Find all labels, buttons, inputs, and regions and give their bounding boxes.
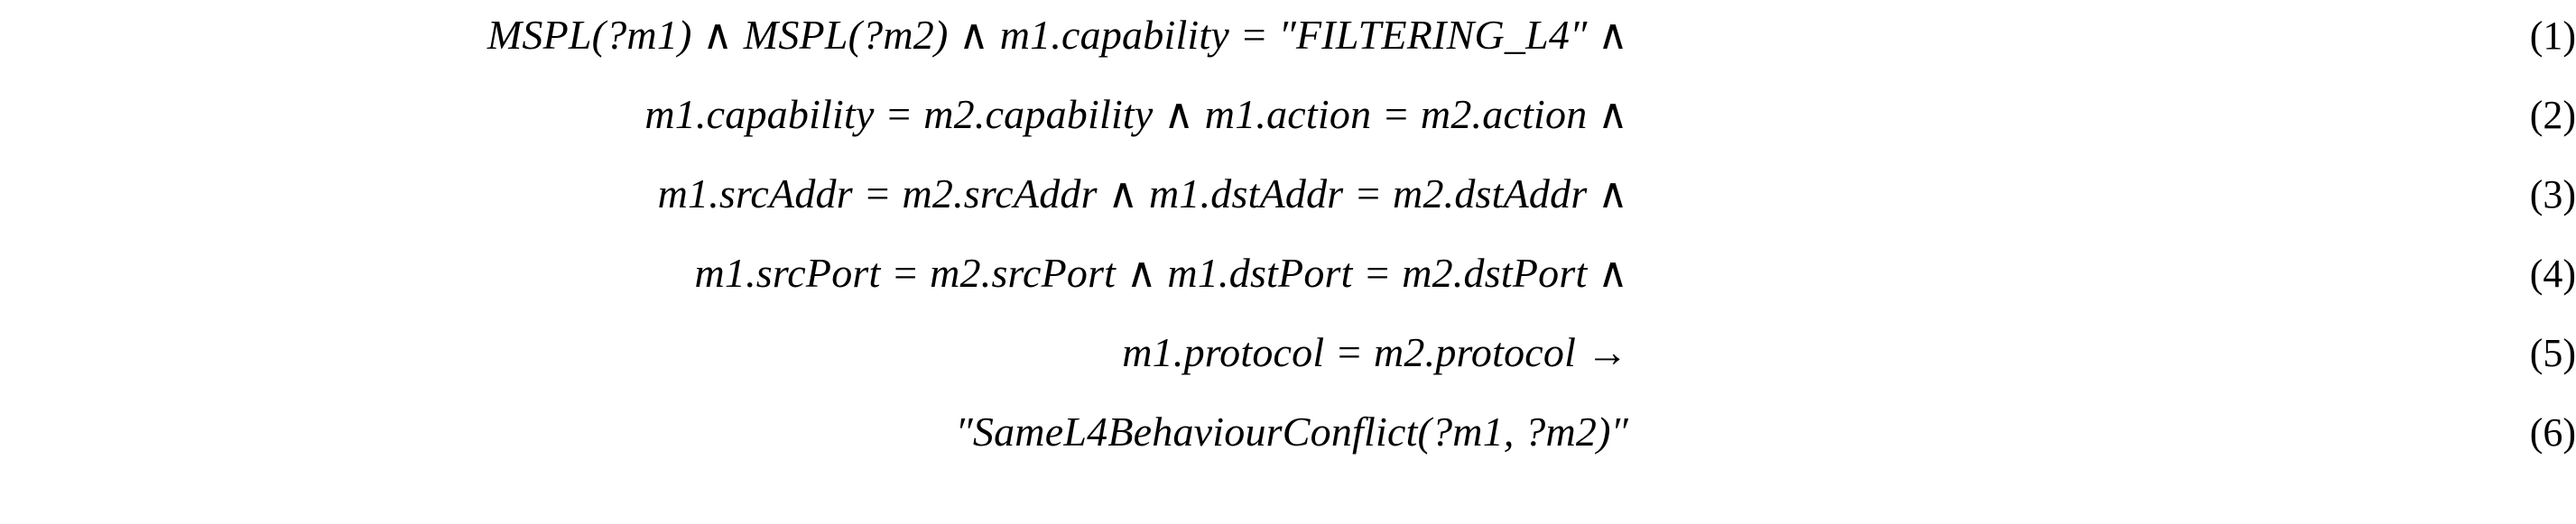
equation-number-2: (2) — [2529, 93, 2576, 137]
equation-number-6: (6) — [2529, 410, 2576, 455]
equation-text-5: m1.protocol = m2.protocol → — [1122, 329, 1628, 375]
equation-text-4: m1.srcPort = m2.srcPort ∧ m1.dstPort = m… — [694, 250, 1628, 296]
equation-row-5: m1.protocol = m2.protocol → (5) — [0, 332, 2576, 411]
equation-row-6: ″SameL4BehaviourConflict(?m1, ?m2)″ (6) — [0, 411, 2576, 491]
equation-number-5: (5) — [2529, 331, 2576, 375]
equation-text-6: ″SameL4BehaviourConflict(?m1, ?m2)″ — [955, 409, 1628, 455]
equation-row-2: m1.capability = m2.capability ∧ m1.actio… — [0, 94, 2576, 173]
equation-number-1: (1) — [2529, 14, 2576, 58]
equation-text-1: MSPL(?m1) ∧ MSPL(?m2) ∧ m1.capability = … — [486, 12, 1628, 58]
equation-text-3: m1.srcAddr = m2.srcAddr ∧ m1.dstAddr = m… — [657, 170, 1628, 216]
equation-text-2: m1.capability = m2.capability ∧ m1.actio… — [644, 91, 1628, 137]
equation-number-4: (4) — [2529, 252, 2576, 296]
equation-number-3: (3) — [2529, 172, 2576, 216]
equation-row-3: m1.srcAddr = m2.srcAddr ∧ m1.dstAddr = m… — [0, 173, 2576, 253]
equation-rows: MSPL(?m1) ∧ MSPL(?m2) ∧ m1.capability = … — [0, 14, 2576, 491]
equation-row-1: MSPL(?m1) ∧ MSPL(?m2) ∧ m1.capability = … — [0, 14, 2576, 94]
equation-row-4: m1.srcPort = m2.srcPort ∧ m1.dstPort = m… — [0, 253, 2576, 332]
